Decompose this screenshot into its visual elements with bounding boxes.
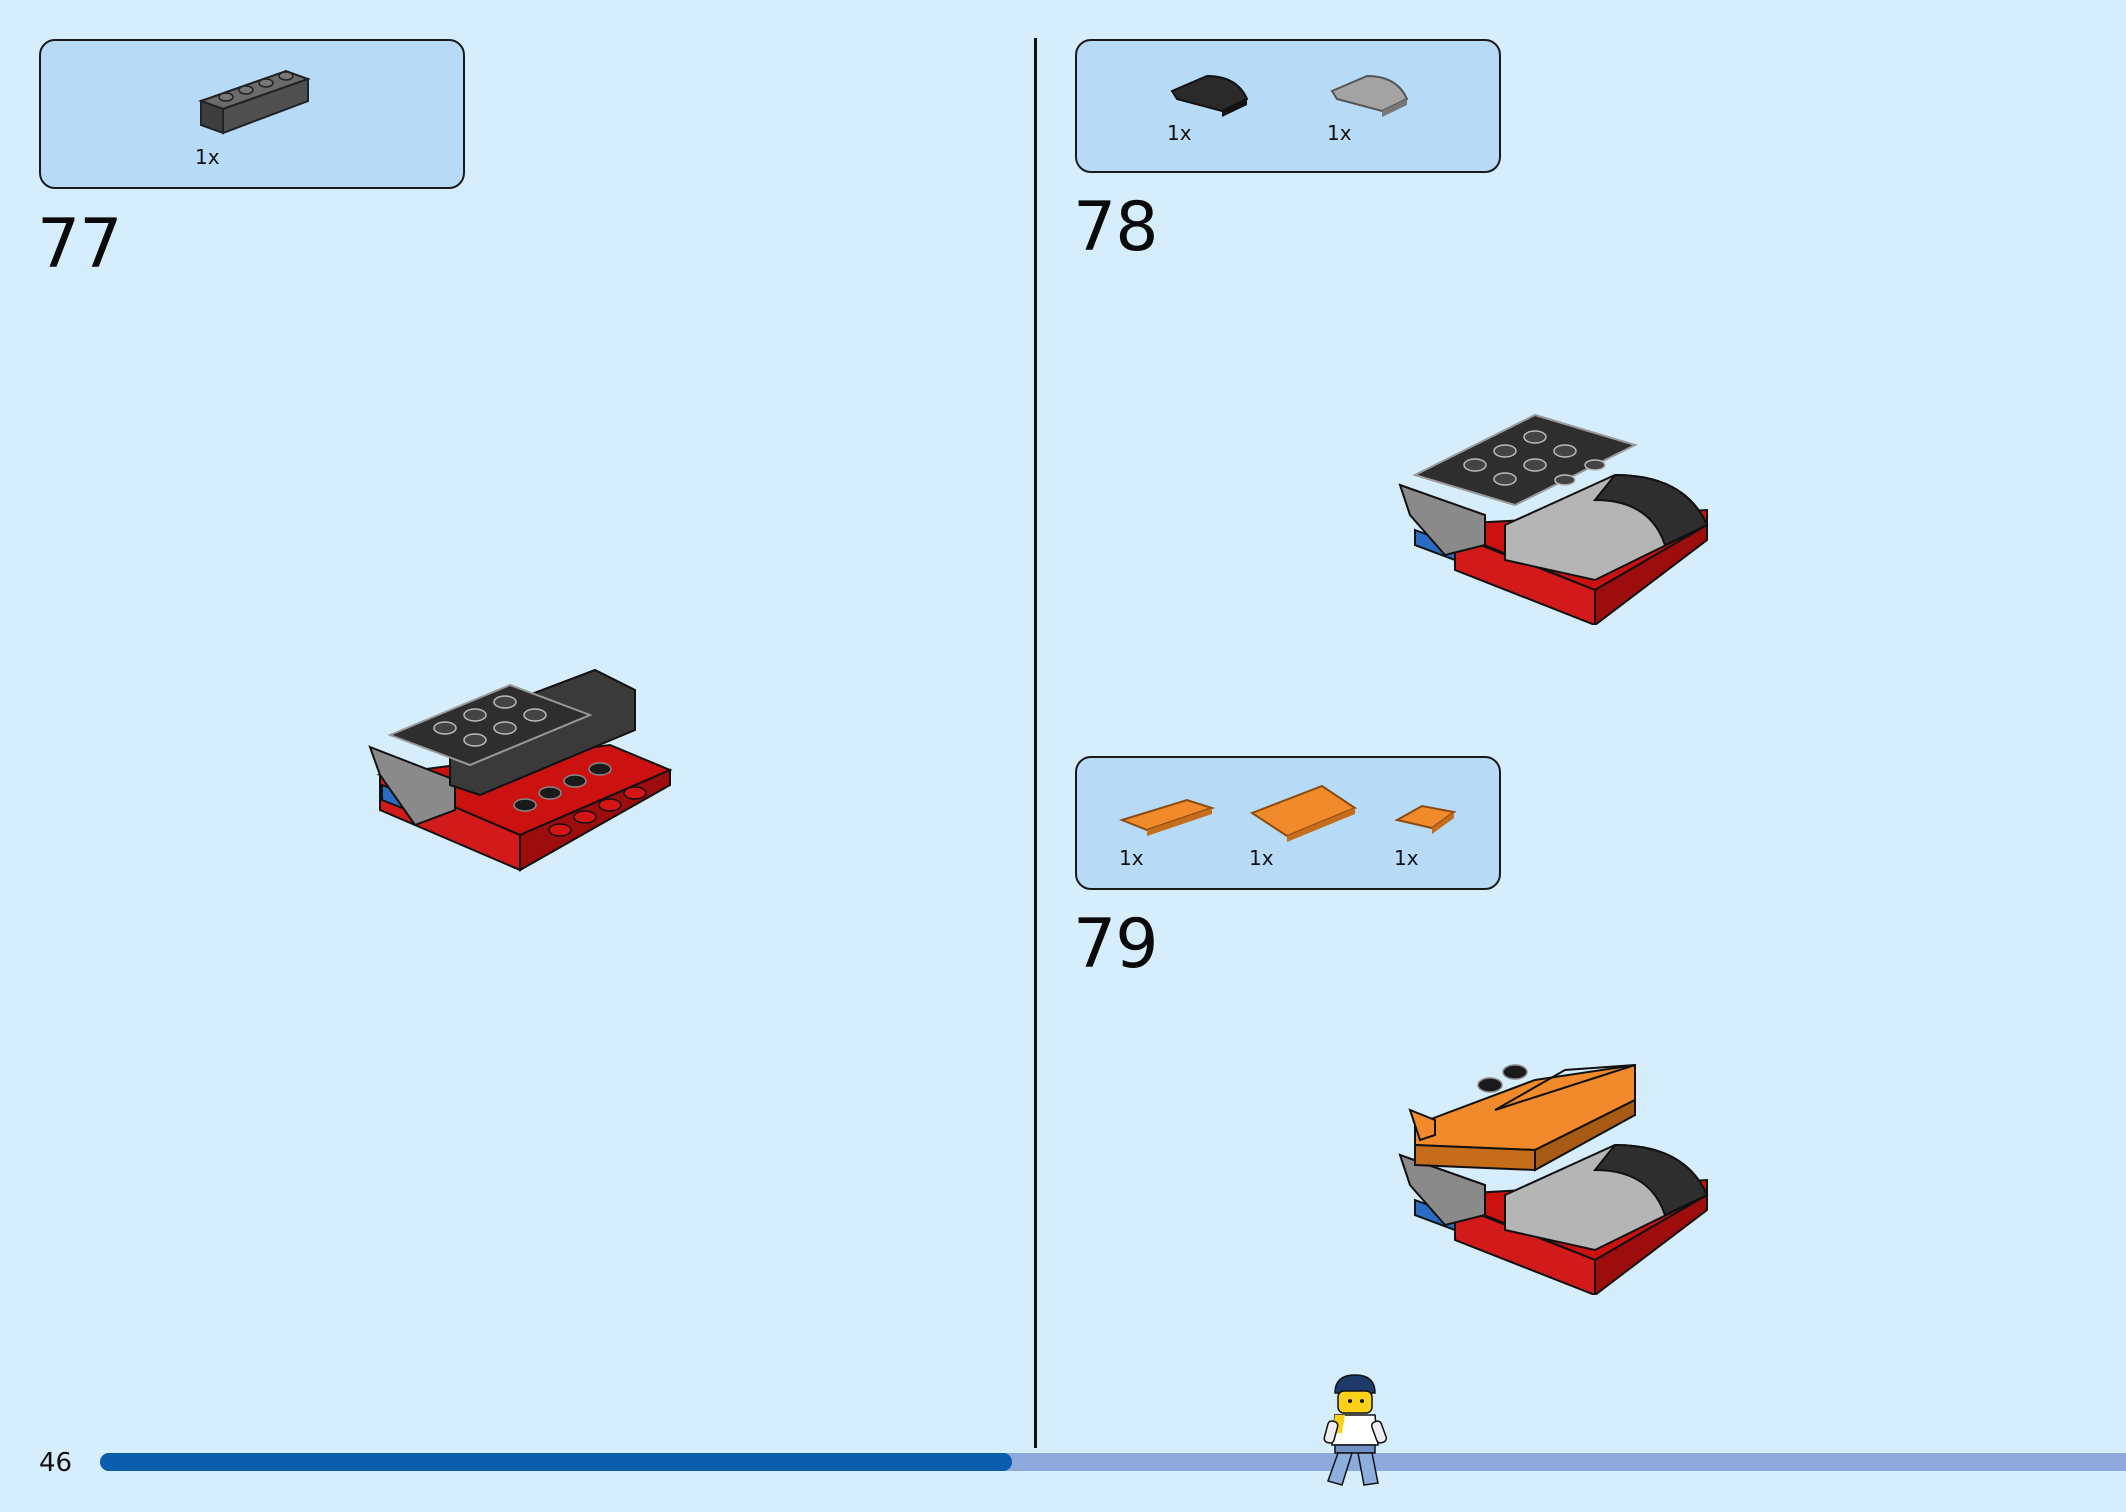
part-qty: 1x [1394,846,1419,870]
step-number: 77 [37,205,123,284]
part-qty: 1x [1119,846,1144,870]
parts-box-step-79: 1x 1x 1x [1075,756,1501,890]
progress-bar-fill [100,1453,1012,1471]
step-79-model [1398,1063,1709,1295]
part-qty: 1x [195,145,220,169]
black-curved-slope-icon [1170,74,1249,117]
page-divider [1034,38,1037,1448]
dark-gray-brick-icon [198,69,311,135]
step-77-model [368,668,673,872]
parts-box-step-78: 1x 1x [1075,39,1501,173]
gray-curved-slope-icon [1330,74,1409,117]
page-number: 46 [39,1448,73,1478]
orange-wedge-tile-icon [1394,804,1457,834]
step-78-model [1398,413,1709,625]
progress-bar [100,1453,2126,1471]
step-number: 78 [1073,188,1159,267]
part-qty: 1x [1327,121,1352,145]
orange-tile-large-icon [1249,784,1358,842]
minifigure-icon [1323,1374,1388,1486]
parts-box-step-77: 1x [39,39,465,189]
part-qty: 1x [1167,121,1192,145]
step-number: 79 [1073,905,1159,984]
orange-tile-small-icon [1118,798,1216,836]
part-qty: 1x [1249,846,1274,870]
